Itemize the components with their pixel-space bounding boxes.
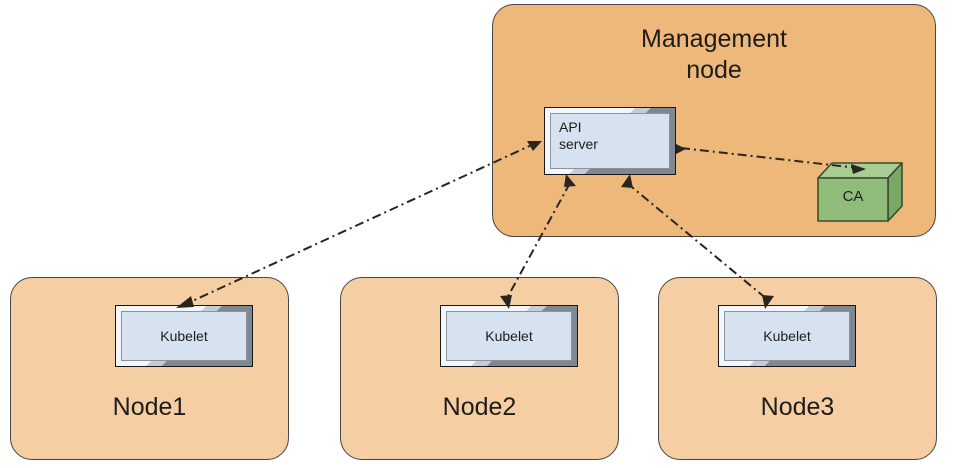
node1-kubelet-box[interactable]: Kubelet bbox=[115, 305, 253, 367]
node3-kubelet-box[interactable]: Kubelet bbox=[718, 305, 856, 367]
api-server-label: API server bbox=[559, 119, 598, 152]
node3-title: Node3 bbox=[760, 393, 835, 421]
ca-cube-icon bbox=[817, 162, 903, 222]
node3-kubelet-inner: Kubelet bbox=[724, 311, 850, 361]
node1-kubelet-inner: Kubelet bbox=[121, 311, 247, 361]
api-server-inner: API server bbox=[550, 113, 670, 169]
node3-kubelet-label: Kubelet bbox=[763, 328, 811, 344]
api-server-box[interactable]: API server bbox=[544, 107, 676, 175]
ca-box[interactable]: CA bbox=[817, 161, 903, 223]
node2-kubelet-inner: Kubelet bbox=[446, 311, 572, 361]
node1-kubelet-label: Kubelet bbox=[160, 328, 208, 344]
node2-title: Node2 bbox=[442, 393, 517, 421]
node2-kubelet-box[interactable]: Kubelet bbox=[440, 305, 578, 367]
node2-kubelet-label: Kubelet bbox=[485, 328, 533, 344]
management-node-title: Management node bbox=[641, 25, 787, 84]
node1-title: Node1 bbox=[112, 393, 187, 421]
